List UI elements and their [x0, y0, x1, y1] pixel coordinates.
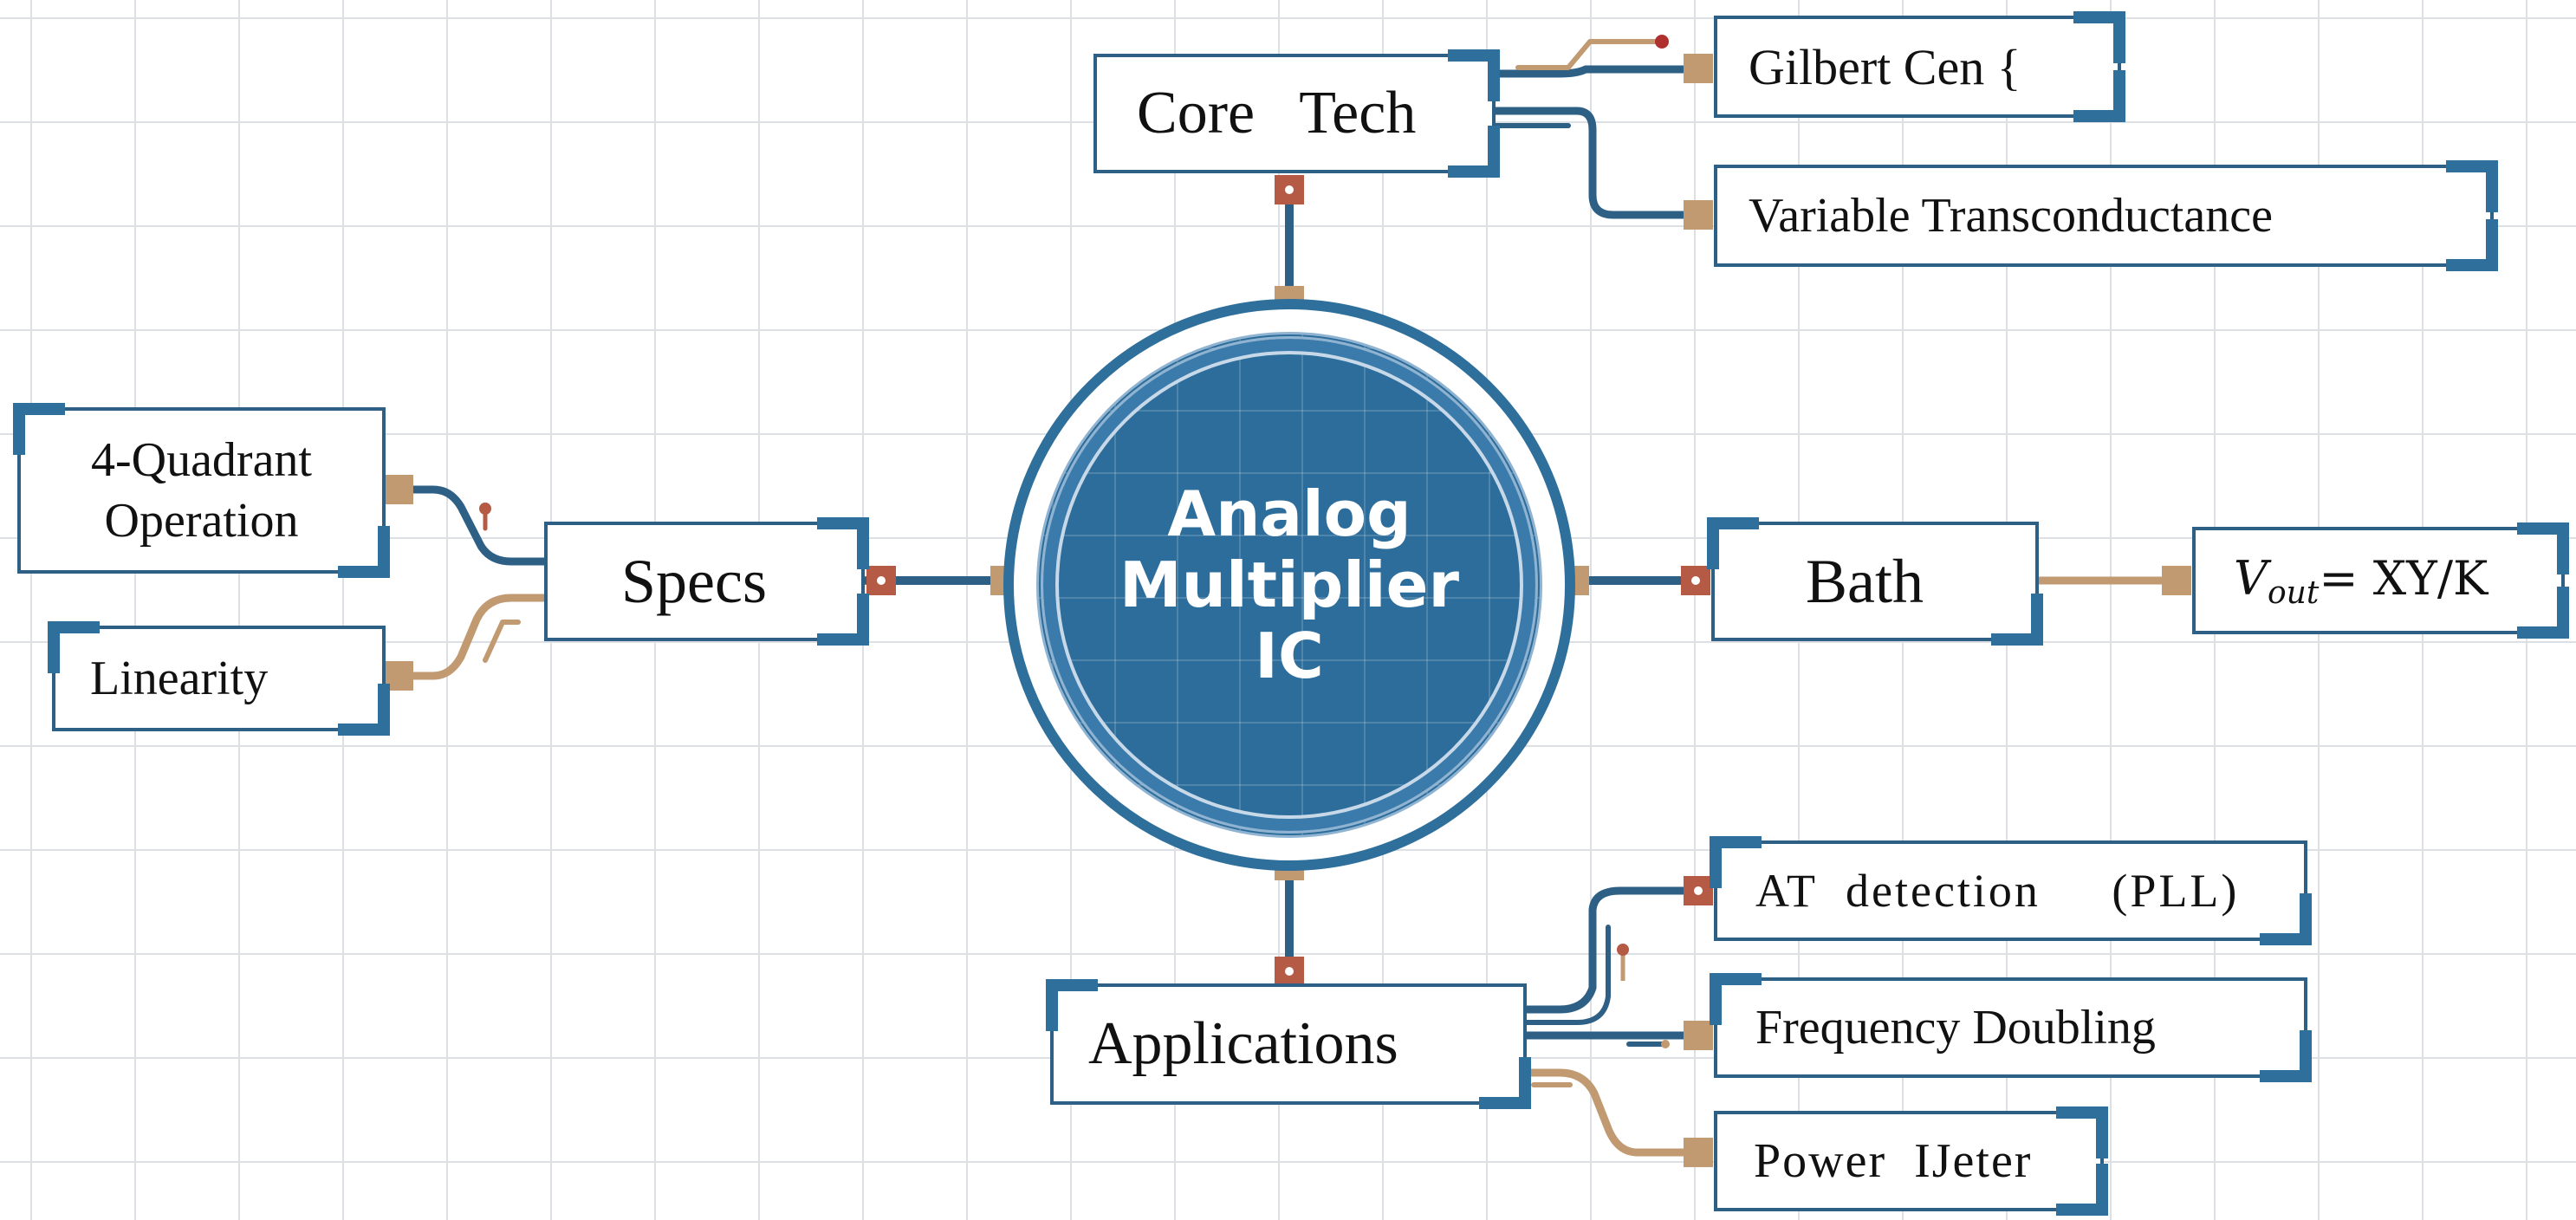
hub-title-line-2: Multiplier — [1119, 548, 1459, 621]
wire-apps-power — [1521, 1068, 1703, 1157]
node-linearity-label: Linearity — [90, 652, 269, 705]
wire-specs-linearity-tan — [483, 620, 521, 663]
node-variable-transconductance[interactable]: Variable Transconductance — [1714, 160, 2498, 271]
wire-specs-quadrant — [393, 485, 548, 566]
node-frequency-doubling-label: Frequency Doubling — [1755, 1001, 2156, 1055]
node-four-quadrant-line-2: Operation — [104, 494, 299, 548]
pad-quadrant — [384, 475, 413, 504]
pad-gilbert — [1684, 54, 1713, 83]
node-bath[interactable]: Bath — [1707, 517, 2043, 646]
node-specs-label: Specs — [621, 546, 767, 616]
node-variable-transconductance-label: Variable Transconductance — [1749, 189, 2273, 243]
node-core-tech[interactable]: Core Tech — [1093, 49, 1500, 178]
formula-text: Vout= XY/K — [2234, 551, 2488, 611]
hub-title-line-3: IC — [1255, 620, 1324, 692]
node-four-quadrant[interactable]: 4-Quadrant Operation — [13, 403, 390, 578]
pad-formula — [2162, 566, 2191, 595]
node-power-meter-label: Power IJeter — [1754, 1134, 2033, 1188]
via-pad-bath — [1681, 566, 1710, 595]
via-pad-specs — [866, 566, 896, 595]
wire-apps-pll-2 — [1522, 925, 1611, 1025]
hub-node[interactable]: Analog Multiplier IC — [1036, 332, 1542, 838]
node-gilbert-cell-label: Gilbert Cen { — [1749, 38, 2021, 95]
probe-core — [1655, 35, 1669, 49]
node-pll-detection-label: AT detection (PLL) — [1755, 865, 2240, 917]
pad-power — [1684, 1138, 1713, 1167]
node-output-formula[interactable]: Vout= XY/K — [2192, 522, 2569, 639]
pad-variable — [1684, 200, 1713, 230]
wire-specs-linearity — [393, 594, 548, 680]
probe-apps — [1617, 944, 1629, 956]
hub-title-line-1: Analog — [1167, 477, 1411, 550]
node-bath-label: Bath — [1806, 546, 1924, 616]
node-core-tech-label: Core Tech — [1137, 80, 1417, 146]
formula-v: V — [2234, 550, 2268, 606]
wire-core-variable — [1481, 107, 1703, 219]
node-power-meter[interactable]: Power IJeter — [1714, 1106, 2108, 1216]
probe-markers — [479, 35, 1670, 1048]
via-pad-pll — [1684, 876, 1713, 905]
pad-freq — [1684, 1021, 1713, 1050]
probe-freq — [1661, 1040, 1670, 1048]
formula-subscript: out — [2268, 574, 2320, 611]
wire-core-gilbert — [1481, 65, 1703, 78]
node-frequency-doubling[interactable]: Frequency Doubling — [1710, 973, 2312, 1082]
node-pll-detection[interactable]: AT detection (PLL) — [1710, 836, 2312, 945]
probe-specs — [479, 503, 491, 515]
via-pad-core-bottom — [1275, 175, 1304, 204]
formula-rhs: = XY/K — [2319, 550, 2488, 606]
node-four-quadrant-line-1: 4-Quadrant — [90, 433, 312, 487]
node-specs[interactable]: Specs — [544, 517, 869, 646]
node-applications[interactable]: Applications — [1046, 979, 1531, 1109]
wire-core-gilbert-tan — [1515, 39, 1664, 70]
node-gilbert-cell[interactable]: Gilbert Cen { — [1714, 11, 2125, 122]
node-applications-label: Applications — [1088, 1010, 1398, 1077]
via-pad-apps-top — [1275, 957, 1304, 986]
wire-apps-pll — [1521, 886, 1703, 1014]
node-linearity[interactable]: Linearity — [48, 621, 390, 736]
